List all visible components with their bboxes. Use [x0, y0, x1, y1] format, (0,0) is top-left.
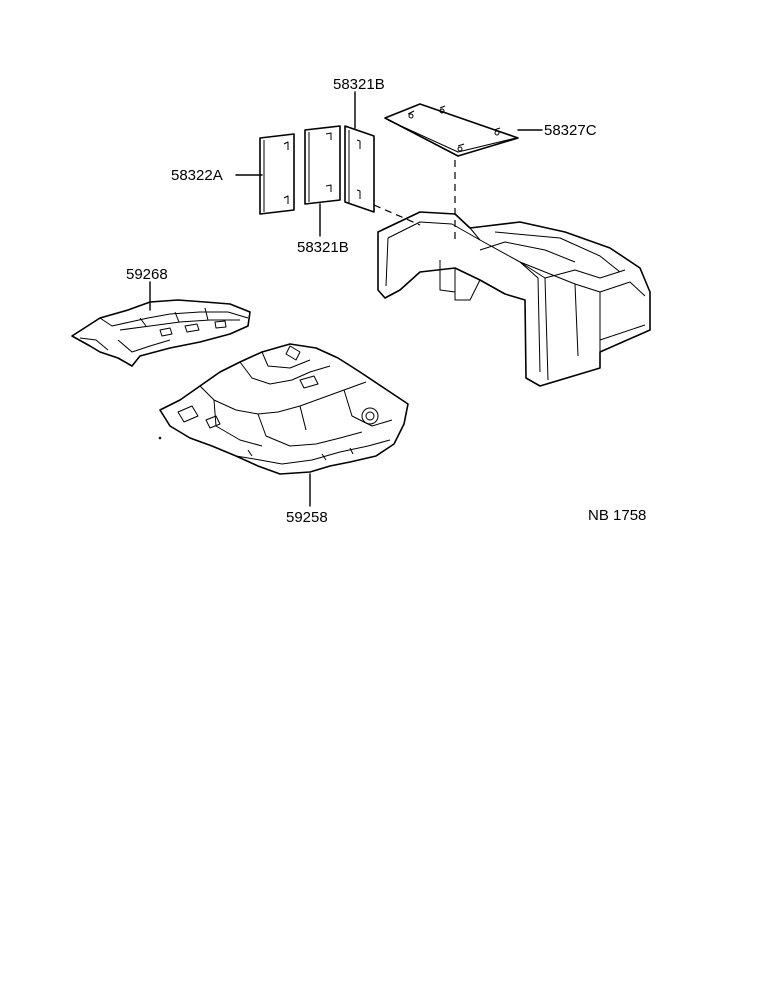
label-59258: 59258 [286, 509, 328, 526]
leader-lines [149, 91, 543, 507]
pad-58321B-rear [344, 125, 375, 213]
floor-tunnel-frame [377, 211, 651, 387]
label-58322A: 58322A [171, 167, 223, 184]
insulator-59258 [158, 343, 409, 475]
label-58321B-top: 58321B [333, 76, 385, 93]
plate-58327C [384, 103, 519, 157]
diagram-code: NB 1758 [588, 507, 646, 524]
pad-58322A [259, 133, 295, 215]
label-59268: 59268 [126, 266, 168, 283]
label-58321B-bottom: 58321B [297, 239, 349, 256]
label-58327C: 58327C [544, 122, 597, 139]
pad-58321B-front [304, 125, 341, 205]
insulator-59268 [71, 299, 251, 367]
assembly-guide-lines [373, 160, 456, 240]
